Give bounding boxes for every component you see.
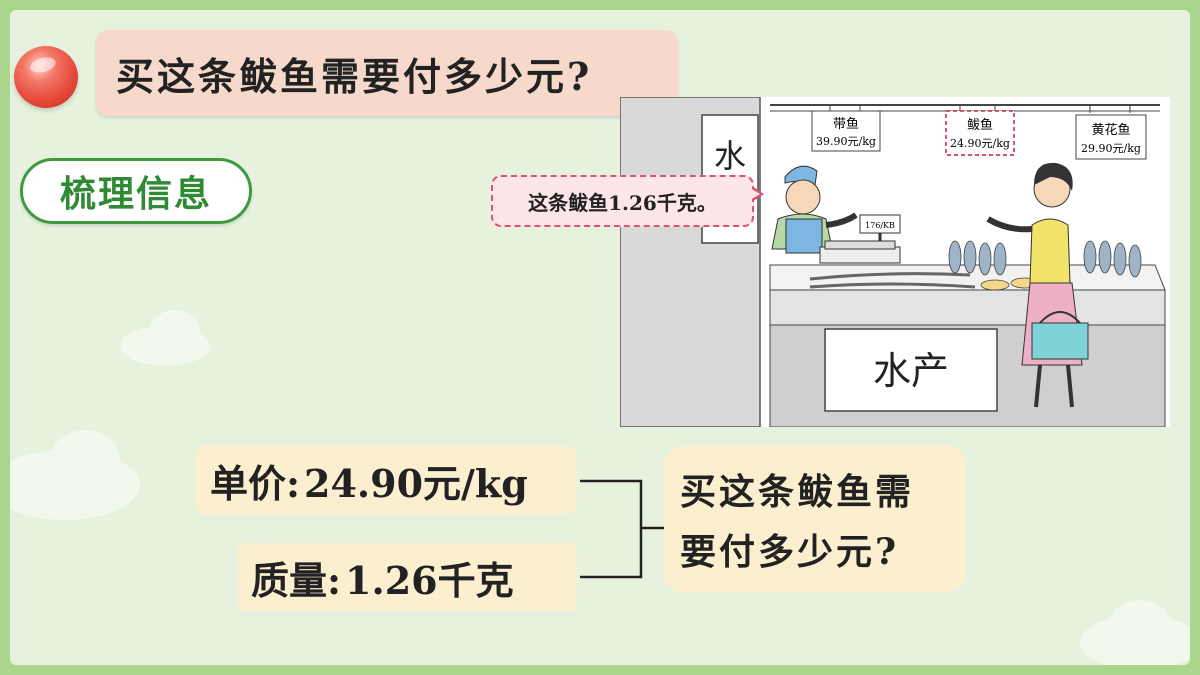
counter-sign-text: 水产 bbox=[873, 349, 949, 393]
question-title: 买这条鲅鱼需要付多少元? bbox=[96, 30, 678, 116]
wall-sign-text: 水 bbox=[714, 137, 746, 175]
scale-icon: 176/KB bbox=[819, 214, 901, 264]
cloud-decoration bbox=[50, 430, 120, 490]
unit-price-value: 24.90元/kg bbox=[304, 460, 528, 506]
question-box: 买这条鲅鱼需 要付多少元? bbox=[664, 446, 966, 592]
organize-info-tag: 梳理信息 bbox=[20, 158, 252, 224]
fish-market-scene: 水 带鱼 39.90元/kg 鲅鱼 24.90元/kg 黄花鱼 29.90元/k… bbox=[620, 97, 1170, 427]
red-ball-icon bbox=[14, 46, 78, 108]
speech-bubble-tail bbox=[750, 186, 764, 202]
weight-label: 质量: bbox=[251, 557, 342, 603]
price-tag-name: 鲅鱼 bbox=[967, 117, 993, 133]
price-tag-name: 黄花鱼 bbox=[1091, 122, 1130, 138]
price-tag-daiyu: 带鱼 39.90元/kg bbox=[811, 105, 881, 152]
price-tag-bayu-highlighted: 鲅鱼 24.90元/kg bbox=[945, 105, 1015, 156]
price-tag-price: 39.90元/kg bbox=[816, 135, 876, 148]
unit-price-label: 单价: bbox=[210, 460, 301, 506]
counter: 水产 bbox=[769, 289, 1166, 427]
question-line-1: 买这条鲅鱼需 bbox=[680, 471, 915, 513]
price-tag-price: 29.90元/kg bbox=[1081, 142, 1141, 155]
question-line-2: 要付多少元? bbox=[680, 531, 900, 573]
price-tag-name: 带鱼 bbox=[833, 116, 859, 132]
price-tag-huanghuayu: 黄花鱼 29.90元/kg bbox=[1075, 105, 1147, 160]
speech-bubble-text: 这条鲅鱼1.26千克。 bbox=[528, 190, 717, 215]
speech-bubble: 这条鲅鱼1.26千克。 bbox=[491, 175, 754, 227]
weight-value: 1.26千克 bbox=[345, 557, 514, 603]
customer-figure bbox=[986, 162, 1089, 408]
weight-box: 质量: 1.26千克 bbox=[237, 543, 577, 611]
cloud-decoration bbox=[150, 310, 200, 350]
scale-display: 176/KB bbox=[865, 221, 895, 230]
fishmonger-figure bbox=[771, 165, 858, 254]
price-tag-price: 24.90元/kg bbox=[950, 137, 1010, 150]
unit-price-box: 单价: 24.90元/kg bbox=[196, 446, 577, 514]
cloud-decoration bbox=[1110, 600, 1170, 645]
question-title-text: 买这条鲅鱼需要付多少元? bbox=[116, 53, 593, 99]
organize-info-label: 梳理信息 bbox=[59, 174, 212, 215]
fish-market-illustration: 水 带鱼 39.90元/kg 鲅鱼 24.90元/kg 黄花鱼 29.90元/k… bbox=[620, 97, 1170, 427]
